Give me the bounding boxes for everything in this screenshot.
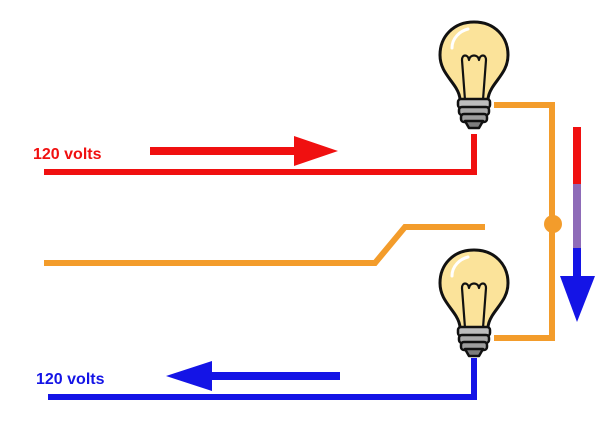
hot-wire <box>44 134 477 175</box>
top-voltage-label: 120 volts <box>33 146 102 163</box>
arrow-left-icon <box>166 361 340 391</box>
switch-wire <box>44 224 485 266</box>
arrow-down-icon <box>560 127 595 322</box>
arrow-right-icon <box>150 136 338 166</box>
junction-node <box>544 215 562 233</box>
light-bulb-icon <box>438 20 510 130</box>
return-wire <box>48 358 477 400</box>
bottom-voltage-label: 120 volts <box>36 371 105 388</box>
